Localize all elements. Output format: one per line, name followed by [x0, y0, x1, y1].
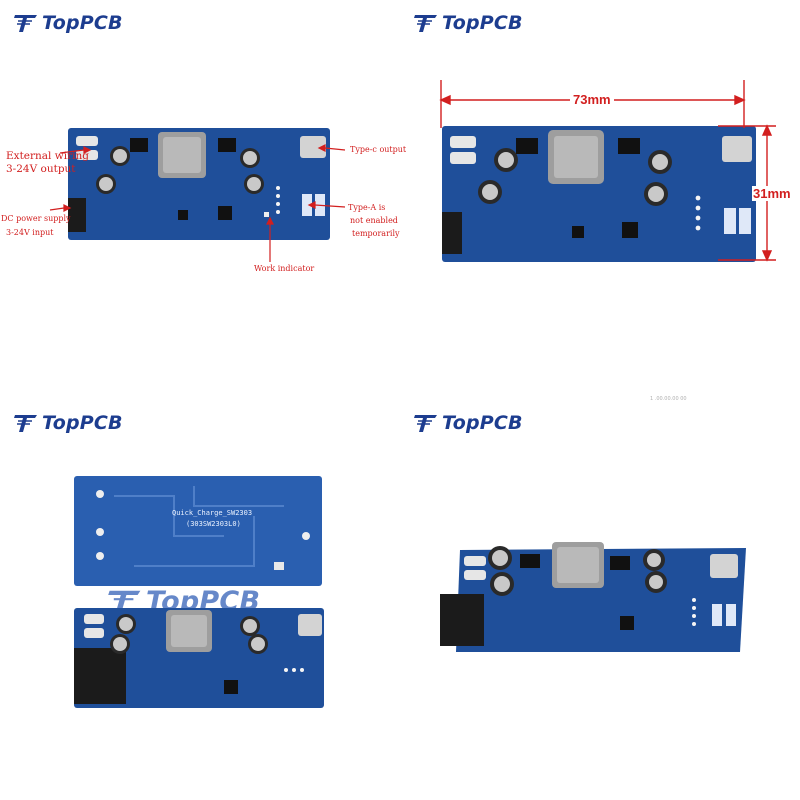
label-typea-3: temporarily: [352, 229, 400, 238]
label-work-indicator: Work indicator: [254, 264, 315, 273]
label-dc-voltage: 3-24V input: [6, 228, 54, 237]
topcb-logo-icon: [414, 415, 437, 432]
pcb-board-angled: [440, 542, 746, 652]
brand-logo: TopPCB: [14, 12, 123, 34]
back-subtitle: (303SW2303L0): [186, 520, 241, 528]
label-dc-power: DC power supply: [1, 214, 71, 223]
label-external-wiring: External wiring: [6, 150, 89, 162]
pcb-board: [442, 126, 756, 262]
dimension-lines: [439, 80, 776, 262]
width-dimension-label: 73mm: [570, 92, 614, 107]
brand-name: TopPCB: [442, 12, 523, 34]
brand-logo: TopPCB: [414, 12, 523, 34]
pcb-board-back: [74, 476, 322, 586]
height-dimension-label: 31mm: [752, 186, 792, 201]
topcb-logo-icon: [14, 15, 37, 32]
topcb-logo-icon: [414, 15, 437, 32]
label-typea-2: not enabled: [350, 216, 398, 225]
panel-front-and-back: TopPCB Quick_Charge_SW2303 (303SW2303L0)…: [0, 400, 400, 800]
topcb-watermark-icon: [108, 590, 141, 615]
corner-note: 1 .00.00.00 00: [650, 396, 687, 402]
label-typec-output: Type-c output: [350, 145, 407, 154]
label-typea-1: Type-A is: [348, 203, 386, 212]
annotation-arrows: [49, 144, 346, 262]
pcb-board: [68, 128, 330, 240]
brand-name: TopPCB: [42, 12, 123, 34]
brand-logo: TopPCB: [14, 412, 123, 434]
topcb-logo-icon: [14, 415, 37, 432]
label-external-voltage: 3-24V output: [6, 163, 76, 175]
brand-logo: TopPCB: [414, 412, 523, 434]
pcb-board-front: [74, 608, 324, 708]
brand-name: TopPCB: [442, 412, 523, 434]
panel-annotated-board: TopPCB External wiring 3-24V ou: [0, 0, 406, 400]
back-title: Quick_Charge_SW2303: [172, 509, 253, 517]
brand-name: TopPCB: [42, 412, 123, 434]
panel-angled-view: 1 .00.00.00 00 TopPCB: [400, 396, 800, 800]
panel-dimensions: TopPCB 73mm 31: [400, 0, 800, 400]
